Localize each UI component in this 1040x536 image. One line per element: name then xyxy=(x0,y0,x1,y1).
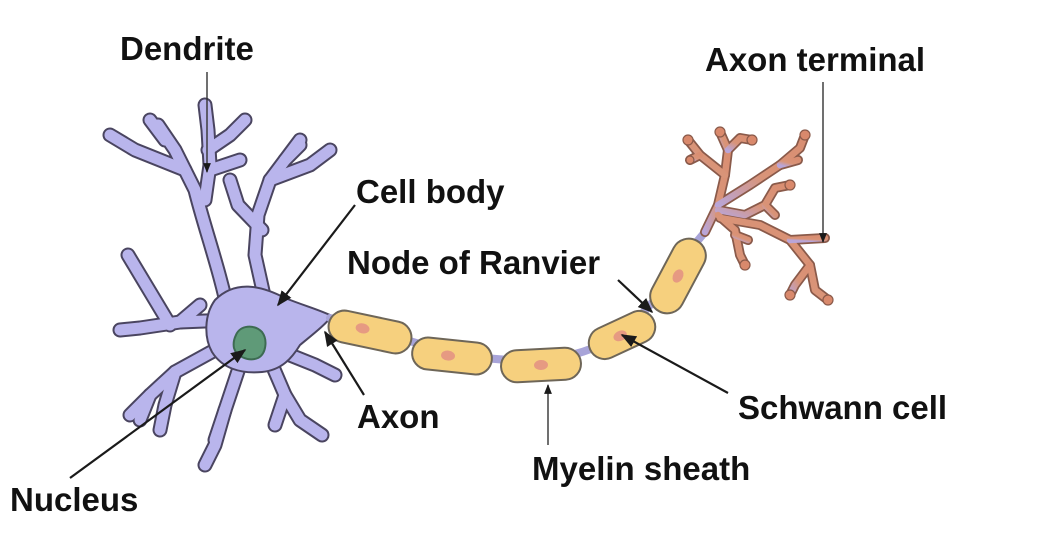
schwann-cell-segment xyxy=(500,346,582,384)
schwann-cell-leader xyxy=(620,334,729,394)
labels: Dendrite Cell body Node of Ranvier Axon … xyxy=(10,30,947,518)
axon-leader xyxy=(324,330,365,396)
dendrite-branches xyxy=(102,97,343,473)
label-nucleus: Nucleus xyxy=(10,481,138,518)
cell-body-leader xyxy=(277,204,356,307)
label-dendrite: Dendrite xyxy=(120,30,254,67)
axon-terminal xyxy=(682,126,834,306)
label-schwann-cell: Schwann cell xyxy=(738,389,947,426)
cell-body-and-dendrites xyxy=(102,97,343,473)
label-myelin-sheath: Myelin sheath xyxy=(532,450,750,487)
label-axon: Axon xyxy=(357,398,440,435)
node-of-ranvier-leader xyxy=(617,279,654,314)
nucleus-leader xyxy=(69,349,247,479)
label-axon-terminal: Axon terminal xyxy=(705,41,925,78)
schwann-cell-segment xyxy=(411,336,493,376)
label-cell-body: Cell body xyxy=(356,173,505,210)
leader-lines xyxy=(69,72,827,479)
schwann-cell-segment xyxy=(327,309,413,355)
label-node-of-ranvier: Node of Ranvier xyxy=(347,244,600,281)
schwann-cell-segment xyxy=(649,237,707,315)
